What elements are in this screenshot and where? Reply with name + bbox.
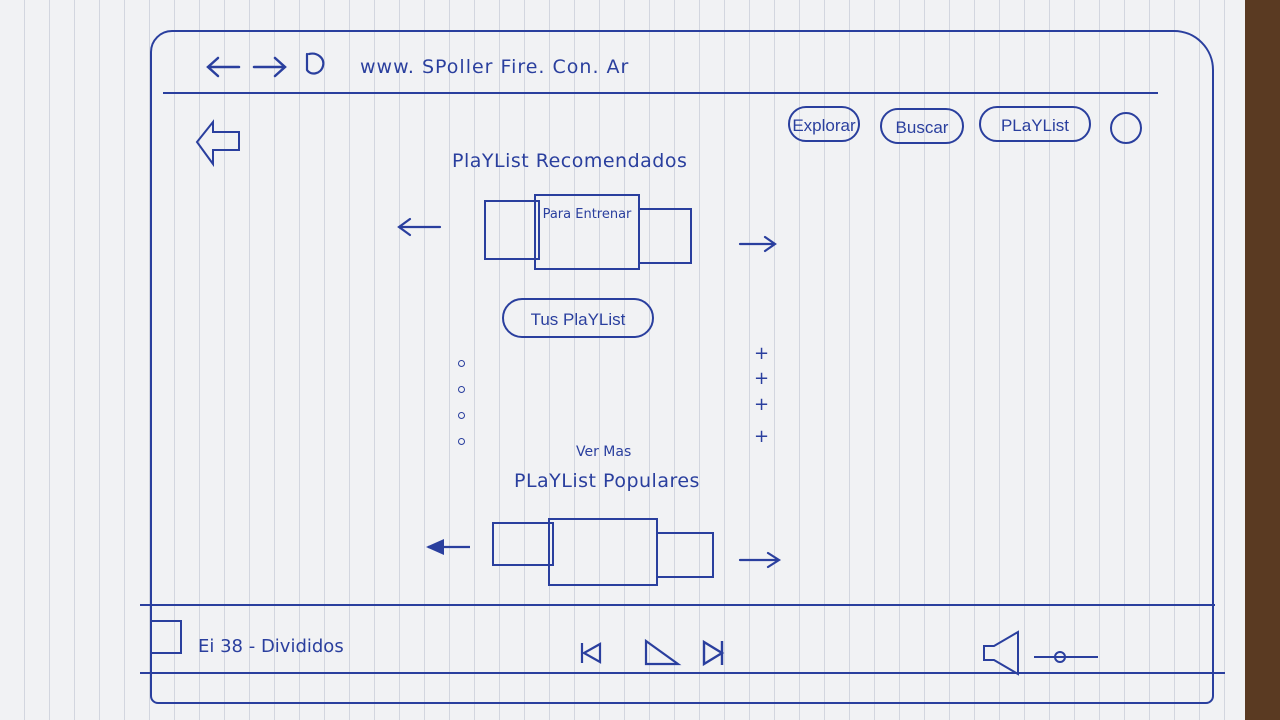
playlist-list-bullets xyxy=(458,360,465,464)
recommended-center-card[interactable]: Para Entrenar xyxy=(534,194,640,270)
play-button[interactable] xyxy=(642,638,682,672)
volume-button[interactable] xyxy=(980,630,1024,680)
arrow-right-icon xyxy=(252,56,287,78)
player-bar-top-divider xyxy=(140,604,1215,606)
reload-button[interactable] xyxy=(303,50,327,78)
recommended-next-arrow[interactable] xyxy=(738,230,778,260)
arrow-left-icon xyxy=(426,539,470,555)
back-button[interactable] xyxy=(205,54,241,80)
reload-icon xyxy=(305,52,325,75)
recommended-right-card[interactable] xyxy=(638,208,692,264)
add-playlist-plus-icon[interactable]: + xyxy=(754,343,770,364)
popular-prev-arrow[interactable] xyxy=(424,534,472,564)
playlist-nav-button[interactable]: PLaYList xyxy=(979,106,1091,142)
paper-background xyxy=(0,0,1245,720)
recommended-prev-arrow[interactable] xyxy=(396,214,442,244)
album-cover xyxy=(150,620,182,654)
arrow-right-icon xyxy=(738,551,782,569)
recommended-center-card-label: Para Entrenar xyxy=(542,207,632,222)
arrow-left-icon xyxy=(206,56,241,78)
arrow-right-icon xyxy=(738,235,777,253)
next-button[interactable] xyxy=(700,638,730,672)
popular-center-card[interactable] xyxy=(548,518,658,586)
tus-playlist-button[interactable]: Tus PlaYList xyxy=(502,298,654,338)
add-playlist-plus-icon[interactable]: + xyxy=(754,426,770,447)
buscar-button[interactable]: Buscar xyxy=(880,108,964,144)
volume-slider[interactable] xyxy=(1032,648,1100,668)
bullet xyxy=(458,360,465,367)
profile-circle-icon[interactable] xyxy=(1110,112,1142,144)
page-back-button[interactable] xyxy=(195,118,243,168)
player-bar-bottom-divider xyxy=(140,672,1225,674)
bullet xyxy=(458,438,465,445)
next-icon xyxy=(702,639,725,667)
now-playing-track: Ei 38 - Divididos xyxy=(198,636,344,657)
popular-title: PLaYList Populares xyxy=(514,470,700,492)
popular-right-card[interactable] xyxy=(656,532,714,578)
explorar-button[interactable]: Explorar xyxy=(788,106,860,142)
browser-bar-divider xyxy=(163,92,1158,94)
ver-mas-link[interactable]: Ver Mas xyxy=(576,444,632,460)
previous-button[interactable] xyxy=(578,640,604,670)
play-icon xyxy=(644,638,682,666)
popular-left-card[interactable] xyxy=(492,522,554,566)
forward-button[interactable] xyxy=(252,54,288,80)
arrow-left-icon xyxy=(397,217,442,237)
bullet xyxy=(458,412,465,419)
previous-icon xyxy=(580,642,602,664)
hollow-arrow-left-icon xyxy=(195,119,240,168)
recommended-title: PlaYList Recomendados xyxy=(452,150,688,172)
popular-next-arrow[interactable] xyxy=(738,546,782,576)
app-window xyxy=(150,30,1214,704)
speaker-icon xyxy=(983,630,1019,676)
address-bar[interactable]: www. SPoller Fire. Con. Ar xyxy=(360,56,630,78)
add-playlist-plus-icon[interactable]: + xyxy=(754,368,770,389)
add-playlist-plus-icon[interactable]: + xyxy=(754,394,770,415)
bullet xyxy=(458,386,465,393)
slider-icon xyxy=(1034,651,1098,663)
recommended-left-card[interactable] xyxy=(484,200,540,260)
